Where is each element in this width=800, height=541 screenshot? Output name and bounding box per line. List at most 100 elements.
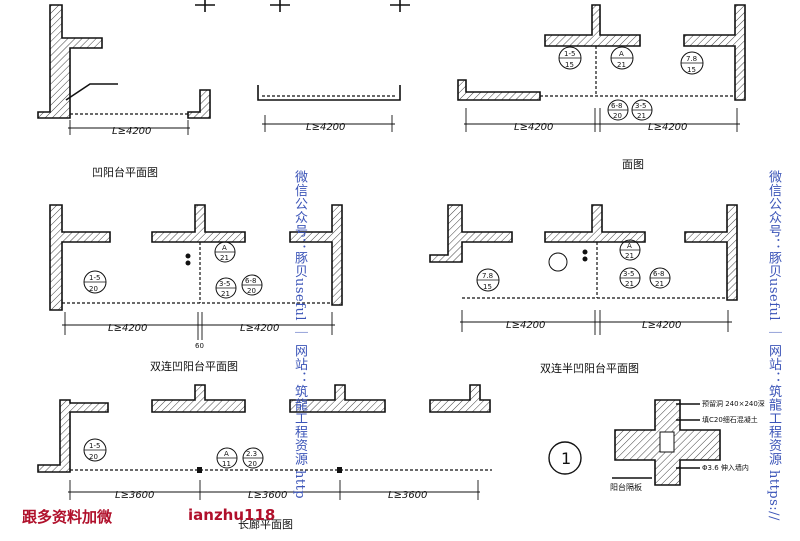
detail-bubble-1-5-c: 1-5 20 [83, 438, 107, 462]
svg-text:15: 15 [565, 61, 574, 69]
svg-text:A: A [627, 242, 632, 250]
svg-text:6-8: 6-8 [653, 270, 664, 278]
svg-text:20: 20 [89, 453, 98, 461]
svg-text:11: 11 [222, 460, 231, 468]
detail-marker-circle [548, 441, 582, 475]
left-wall-3 [429, 204, 513, 263]
svg-text:21: 21 [625, 280, 634, 288]
dim-label-2: L≥4200 [306, 122, 345, 133]
svg-text:1-5: 1-5 [89, 442, 100, 450]
svg-text:3-5: 3-5 [623, 270, 634, 278]
svg-text:21: 21 [655, 280, 664, 288]
center-wall-3 [544, 204, 646, 243]
right-wall [683, 4, 746, 101]
svg-text:21: 21 [220, 254, 229, 262]
detail-bubble-3-5-c: 3-5 21 [619, 267, 641, 289]
dim-arrow-label: 60 [195, 342, 204, 350]
svg-text:3-5: 3-5 [219, 280, 230, 288]
svg-text:20: 20 [247, 287, 256, 295]
dim-label-3a: L≥4200 [514, 122, 553, 133]
svg-text:21: 21 [617, 61, 626, 69]
svg-text:15: 15 [483, 283, 492, 291]
pipe-circle [548, 252, 568, 272]
panel-double-recessed: L≥4200 L≥4200 60 1-5 20 A 21 3-5 21 6-8 … [49, 204, 343, 373]
svg-text:21: 21 [221, 290, 230, 298]
pipe-dot-3 [582, 249, 588, 255]
svg-text:A: A [619, 50, 624, 58]
detail-bubble-A-11: A 11 [216, 447, 238, 469]
svg-text:6-8: 6-8 [245, 277, 256, 285]
svg-text:15: 15 [687, 66, 696, 74]
panel-top-middle: L≥4200 [257, 0, 410, 133]
right-wall-2 [289, 204, 343, 306]
pipe-dot [185, 253, 191, 259]
svg-text:1-5: 1-5 [564, 50, 575, 58]
detail-bubble-3-5: 3-5 21 [631, 99, 653, 121]
detail-bubble-2-3: 2.3 20 [242, 447, 264, 469]
left-wall-4 [37, 399, 109, 473]
svg-text:2.3: 2.3 [246, 450, 257, 458]
svg-text:21: 21 [625, 252, 634, 260]
detail-note-2: 填C20细石混凝土 [702, 415, 758, 424]
right-wall-stub [187, 89, 211, 119]
detail-bubble-A-21: A 21 [610, 46, 634, 70]
center-wall-2 [151, 204, 246, 243]
center-slab [544, 4, 641, 47]
detail-bubble-1-5-b: 1-5 20 [83, 270, 107, 294]
reserved-hole [659, 431, 675, 453]
dim-label-4a: L≥4200 [108, 323, 147, 334]
svg-text:21: 21 [637, 112, 646, 120]
panel-section: L≥4200 L≥4200 1-5 15 A 21 7.8 15 6-8 20 [457, 4, 746, 171]
dim-label-5a: L≥4200 [506, 320, 545, 331]
panel-detail-1: 1 预留洞 240×240深 填C20细石混凝土 Φ3.6 伸入墙内 阳台隔板 [548, 399, 765, 492]
svg-text:A: A [224, 450, 229, 458]
detail-bubble-7-8-b: 7.8 15 [476, 268, 500, 292]
detail-bubble-6-8-c: 6-8 21 [649, 267, 671, 289]
pipe-dot-2 [185, 260, 191, 266]
pipe-dot-4 [582, 256, 588, 262]
left-wall [37, 4, 103, 119]
svg-text:6-8: 6-8 [611, 102, 622, 110]
detail-note-3: Φ3.6 伸入墙内 [702, 463, 749, 472]
dim-label: L≥4200 [112, 126, 151, 137]
svg-text:20: 20 [248, 460, 257, 468]
svg-text:7.8: 7.8 [482, 272, 493, 280]
panel-long-corridor: L≥3600 L≥3600 L≥3600 1-5 20 A 11 2.3 20 … [37, 384, 492, 531]
svg-text:1-5: 1-5 [89, 274, 100, 282]
svg-text:20: 20 [89, 285, 98, 293]
detail-bubble-3-5-b: 3-5 21 [215, 277, 237, 299]
svg-text:20: 20 [613, 112, 622, 120]
watermark-middle: 微信公众号：豚贝useful ｜ 网站：筑龍工程资源 http [292, 170, 307, 500]
footer-left-text: 跟多资料加微 [22, 508, 113, 526]
svg-text:3-5: 3-5 [635, 102, 646, 110]
svg-text:A: A [222, 244, 227, 252]
right-wall-3 [684, 204, 738, 301]
detail-bubble-6-8: 6-8 20 [607, 99, 629, 121]
svg-text:7.8: 7.8 [686, 55, 697, 63]
dim-label-4b: L≥4200 [240, 323, 279, 334]
dim-label-6c: L≥3600 [388, 490, 427, 501]
leader-line [65, 83, 118, 101]
dim-label-5b: L≥4200 [642, 320, 681, 331]
detail-partition-label: 阳台隔板 [610, 482, 642, 492]
detail-bubble-7-8: 7.8 15 [680, 51, 704, 75]
post-1 [197, 467, 202, 473]
post-2 [337, 467, 342, 473]
title-section: 面图 [622, 158, 644, 171]
detail-marker-number: 1 [561, 449, 571, 468]
right-wall-4 [429, 384, 491, 413]
center-wall-4a [151, 384, 246, 413]
dim-label-6b: L≥3600 [248, 490, 287, 501]
title-double-recessed: 双连凹阳台平面图 [150, 359, 238, 373]
left-wall-2 [49, 204, 111, 311]
dim-label-3b: L≥4200 [648, 122, 687, 133]
title-double-semi-recessed: 双连半凹阳台平面图 [540, 361, 639, 375]
footer-right-text: ianzhu118 [188, 506, 276, 524]
panel-recessed-balcony: L≥4200 凹阳台平面图 [37, 0, 290, 179]
panel-double-semi-recessed: L≥4200 L≥4200 7.8 15 A 21 3-5 21 6-8 21 [429, 204, 738, 375]
detail-bubble-1-5: 1-5 15 [558, 46, 582, 70]
title-recessed-plan: 凹阳台平面图 [92, 165, 158, 179]
balcony-outline [257, 85, 401, 101]
detail-note-1: 预留洞 240×240深 [702, 399, 765, 408]
